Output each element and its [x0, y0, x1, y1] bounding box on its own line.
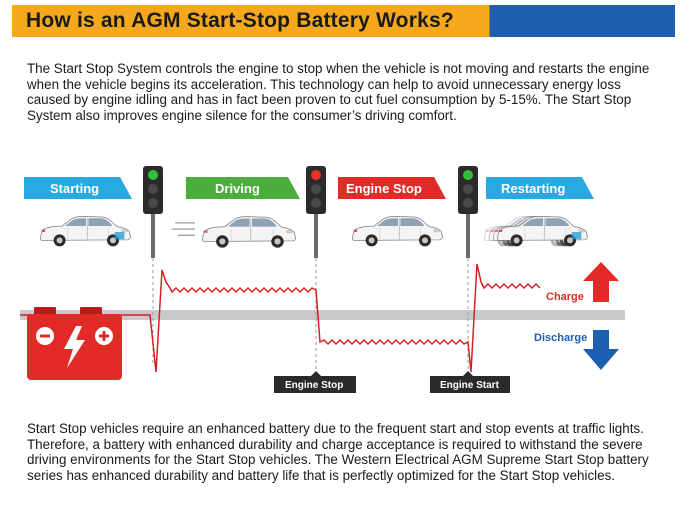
traffic-light-green-lamp [148, 170, 158, 180]
car-driving-icon [171, 216, 296, 249]
baseline-bar [20, 310, 625, 320]
discharge-indicator: Discharge [534, 330, 619, 370]
engine-start-tag: Engine Start [430, 371, 510, 393]
intro-paragraph: The Start Stop System controls the engin… [27, 61, 650, 123]
stage-restarting: Restarting [486, 177, 594, 199]
car-stopped-icon [352, 216, 443, 247]
stage-driving-label: Driving [215, 181, 260, 196]
lightning-icon [64, 326, 85, 368]
stage-starting: Starting [24, 177, 132, 199]
traffic-light-2 [306, 166, 326, 258]
car-restarting-icon [483, 216, 588, 247]
engine-stop-tag: Engine Stop [274, 371, 356, 393]
stage-engine-stop: Engine Stop [338, 177, 446, 199]
battery-icon [27, 307, 122, 380]
stage-restarting-label: Restarting [501, 181, 565, 196]
discharge-arrow-icon [583, 330, 619, 370]
outro-paragraph: Start Stop vehicles require an enhanced … [27, 421, 649, 483]
traffic-light-red-lamp [311, 170, 321, 180]
stage-engine-stop-label: Engine Stop [346, 181, 422, 196]
stage-driving: Driving [186, 177, 300, 199]
page-title: How is an AGM Start-Stop Battery Works? [26, 9, 454, 32]
stage-starting-label: Starting [50, 181, 99, 196]
voltage-waveform [20, 263, 541, 373]
charge-arrow-icon [583, 262, 619, 302]
header-banner: How is an AGM Start-Stop Battery Works? [12, 5, 675, 37]
start-stop-diagram: Starting Driving Engine Stop Restarting [20, 166, 625, 393]
car-starting-icon [40, 216, 131, 247]
traffic-light-1 [143, 166, 163, 258]
charge-label: Charge [546, 291, 584, 303]
engine-start-tag-label: Engine Start [440, 380, 500, 391]
traffic-light-3 [458, 166, 478, 258]
discharge-label: Discharge [534, 332, 587, 344]
charge-indicator: Charge [546, 262, 619, 303]
traffic-light-green-lamp [463, 170, 473, 180]
engine-stop-tag-label: Engine Stop [285, 380, 343, 391]
